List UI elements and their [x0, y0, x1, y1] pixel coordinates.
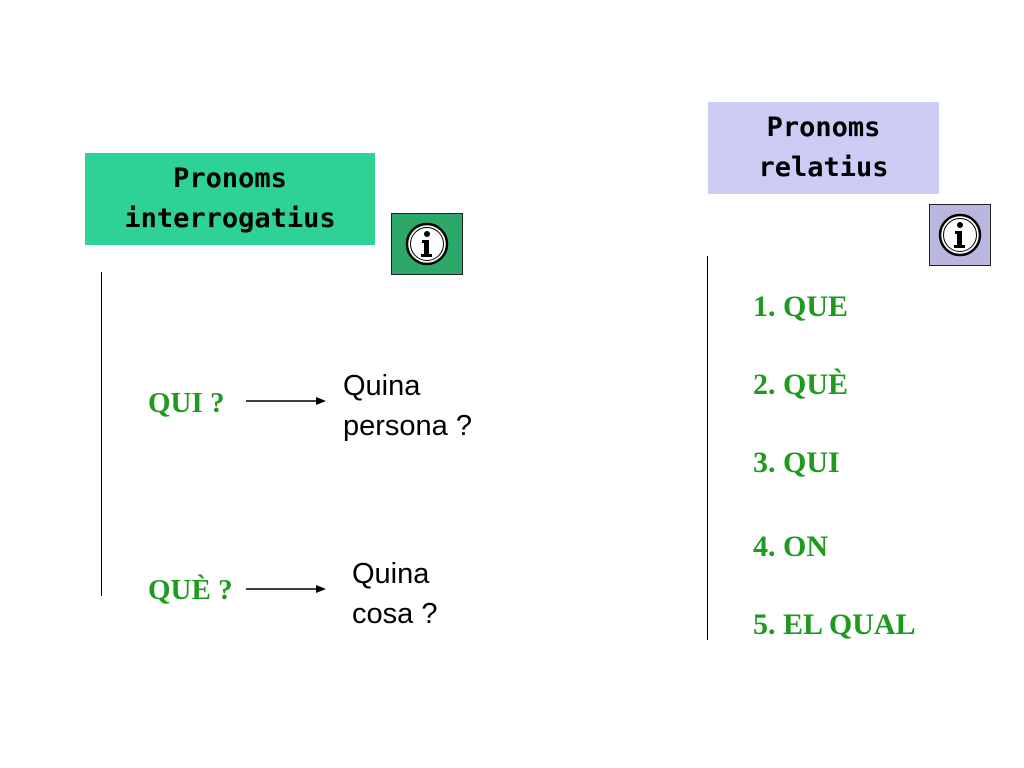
info-icon: [938, 213, 982, 257]
info-icon: [405, 222, 449, 266]
relatius-item-on: 4. ON: [753, 530, 828, 563]
relatius-title-line1: Pronoms: [766, 112, 881, 143]
pronoun-qui: QUI ?: [148, 387, 225, 419]
relatius-item-el-qual: 5. EL QUAL: [753, 608, 916, 641]
interrogatius-title-box: Pronoms interrogatius: [85, 153, 375, 245]
relatius-info-button[interactable]: [929, 204, 991, 266]
relatius-item-que: 1. QUE: [753, 290, 849, 323]
interrogatius-bracket-line: [101, 272, 102, 596]
meaning-qui-line1: Quina: [343, 370, 421, 402]
relatius-item-que-accent: 2. QUÈ: [753, 368, 849, 401]
meaning-que-line1: Quina: [352, 558, 430, 590]
pronoun-que: QUÈ ?: [148, 574, 233, 606]
relatius-item-qui: 3. QUI: [753, 446, 840, 479]
arrow-icon: [246, 397, 326, 405]
meaning-qui-line2: persona ?: [343, 410, 472, 442]
interrogatius-title-line2: interrogatius: [124, 203, 336, 234]
meaning-que: Quina cosa ?: [352, 554, 437, 634]
relatius-title-line2: relatius: [758, 152, 889, 183]
interrogatius-title-line1: Pronoms: [173, 163, 287, 194]
meaning-qui: Quina persona ?: [343, 366, 472, 446]
meaning-que-line2: cosa ?: [352, 598, 438, 630]
relatius-bracket-line: [707, 256, 708, 640]
relatius-title-box: Pronoms relatius: [708, 102, 939, 194]
interrogatius-info-button[interactable]: [391, 213, 463, 275]
arrow-icon: [246, 585, 326, 593]
